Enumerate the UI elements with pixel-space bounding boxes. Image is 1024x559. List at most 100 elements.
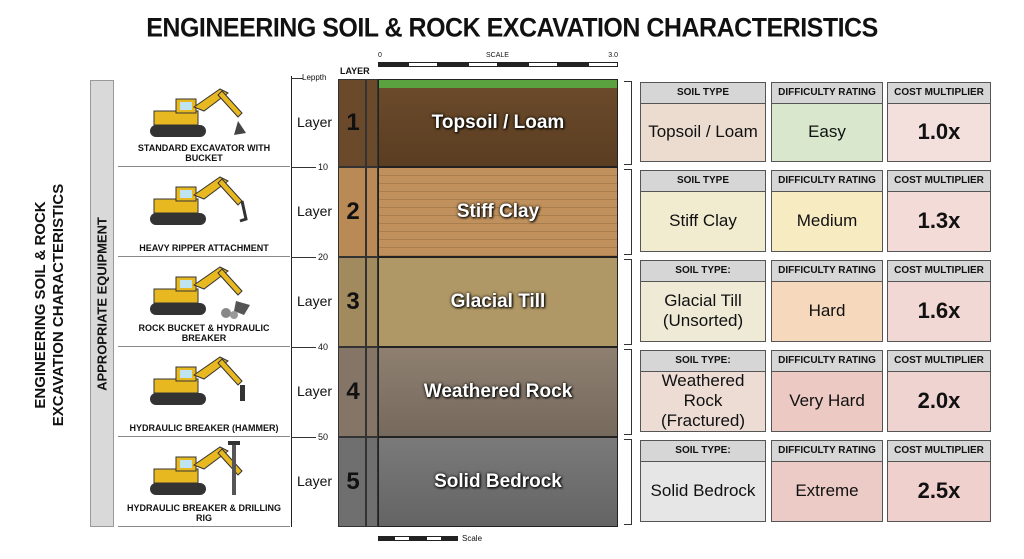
cost-value: 2.5x: [917, 478, 961, 503]
top-scale-label: SCALE: [486, 52, 509, 59]
bottom-scale: Scale: [378, 534, 482, 544]
cost-value: 2.0x: [917, 388, 961, 413]
soil-type-card: SOIL TYPE: Glacial Till (Unsorted): [640, 260, 766, 342]
strata-label: Glacial Till: [450, 291, 546, 312]
soil-type-card: SOIL TYPE: Solid Bedrock: [640, 440, 766, 522]
layer-word: Layer: [297, 383, 333, 399]
difficulty-value: Extreme: [795, 481, 859, 500]
difficulty-header: DIFFICULTY RATING: [772, 441, 882, 462]
difficulty-card: DIFFICULTY RATING Hard: [771, 260, 883, 342]
soil-type-value: Stiff Clay: [641, 191, 765, 251]
layer-bracket: [624, 349, 632, 435]
layer-column-heading: LAYER: [340, 66, 370, 76]
equipment-label: HYDRAULIC BREAKER & DRILLING RIG: [127, 503, 281, 523]
scale-segment: [498, 62, 528, 67]
depth-tick: [291, 78, 303, 79]
strata-label: Weathered Rock: [423, 381, 573, 402]
layer-bracket: [624, 439, 632, 525]
equipment-cell: HYDRAULIC BREAKER (HAMMER): [118, 347, 290, 437]
equipment-label: HEAVY RIPPER ATTACHMENT: [139, 243, 269, 253]
scale-segment: [528, 62, 558, 67]
depth-axis: [291, 76, 292, 527]
equipment-cell: ROCK BUCKET & HYDRAULIC BREAKER: [118, 257, 290, 347]
cost-card: COST MULTIPLIER 1.6x: [887, 260, 991, 342]
bottom-scale-label: Scale: [462, 534, 483, 543]
cost-header: COST MULTIPLIER: [888, 441, 990, 462]
soil-type-header: SOIL TYPE:: [641, 441, 765, 462]
strata-label: Solid Bedrock: [434, 471, 562, 492]
soil-type-card: SOIL TYPE Stiff Clay: [640, 170, 766, 252]
difficulty-header: DIFFICULTY RATING: [772, 171, 882, 192]
soil-type-header: SOIL TYPE: [641, 83, 765, 104]
layer-number: 1: [346, 109, 360, 136]
soil-type-header: SOIL TYPE:: [641, 351, 765, 372]
top-scale-start: 0: [378, 52, 382, 59]
strata-layer: Weathered Rock: [378, 347, 618, 437]
layer-bracket: [624, 259, 632, 345]
soil-type-card: SOIL TYPE Topsoil / Loam: [640, 82, 766, 162]
scale-segment: [558, 62, 588, 67]
cost-value: 1.3x: [917, 208, 961, 233]
difficulty-value: Very Hard: [789, 391, 865, 410]
side-title: ENGINEERING SOIL & ROCK EXCAVATION CHARA…: [20, 80, 80, 530]
strata-layer: Stiff Clay: [378, 167, 618, 257]
layer-word: Layer: [297, 114, 333, 130]
layer-number: 4: [346, 378, 360, 405]
strata-label: Stiff Clay: [456, 201, 540, 222]
equipment-label: HYDRAULIC BREAKER (HAMMER): [129, 423, 279, 433]
layer-word: Layer: [297, 293, 333, 309]
side-title-line1: ENGINEERING SOIL & ROCK: [32, 201, 49, 409]
difficulty-value: Hard: [808, 301, 846, 320]
soil-type-header: SOIL TYPE:: [641, 261, 765, 282]
cost-header: COST MULTIPLIER: [888, 171, 990, 192]
page-title: ENGINEERING SOIL & ROCK EXCAVATION CHARA…: [146, 12, 878, 44]
scale-segment: [426, 536, 442, 541]
scale-segment: [410, 536, 426, 541]
scale-segment: [378, 62, 408, 67]
soil-type-value: Solid Bedrock: [641, 461, 765, 521]
layer-number: 5: [346, 468, 360, 495]
soil-type-header: SOIL TYPE: [641, 171, 765, 192]
soil-type-line1: Solid Bedrock: [650, 481, 756, 500]
equipment-cell: STANDARD EXCAVATOR WITH BUCKET: [118, 79, 290, 167]
depth-tick: [291, 257, 323, 258]
scale-segment: [442, 536, 458, 541]
scale-segment: [394, 536, 410, 541]
depth-tick: [291, 167, 323, 168]
soil-type-line1: Weathered Rock: [661, 371, 745, 410]
depth-tick-label: 20: [316, 252, 331, 262]
cost-card: COST MULTIPLIER 2.0x: [887, 350, 991, 432]
depth-tick: [291, 437, 323, 438]
soil-type-line1: Topsoil / Loam: [648, 122, 758, 141]
cost-value: 1.6x: [917, 298, 961, 323]
difficulty-card: DIFFICULTY RATING Extreme: [771, 440, 883, 522]
side-title-line2: EXCAVATION CHARACTERISTICS: [50, 183, 67, 427]
layer-bracket: [624, 169, 632, 255]
difficulty-header: DIFFICULTY RATING: [772, 261, 882, 282]
soil-type-line2: (Unsorted): [662, 311, 744, 330]
soil-type-line2: (Fractured): [660, 411, 746, 430]
layer-word: Layer: [297, 203, 333, 219]
equipment-label: STANDARD EXCAVATOR WITH BUCKET: [137, 143, 271, 163]
cost-header: COST MULTIPLIER: [888, 261, 990, 282]
cost-value: 1.0x: [917, 119, 961, 144]
layer-strip: [366, 257, 378, 347]
strata-layer: Topsoil / Loam: [378, 79, 618, 167]
layer-bracket: [624, 81, 632, 165]
scale-segment: [378, 536, 394, 541]
equipment-cell: HEAVY RIPPER ATTACHMENT: [118, 167, 290, 257]
layer-word: Layer: [297, 473, 333, 489]
layer-number-cell: 5: [338, 437, 366, 527]
layer-strip: [366, 437, 378, 527]
soil-type-value: Glacial Till (Unsorted): [641, 281, 765, 341]
soil-type-card: SOIL TYPE: Weathered Rock (Fractured): [640, 350, 766, 432]
scale-segment: [438, 62, 468, 67]
equipment-label: ROCK BUCKET & HYDRAULIC BREAKER: [138, 323, 270, 343]
difficulty-card: DIFFICULTY RATING Very Hard: [771, 350, 883, 432]
layer-number-cell: 4: [338, 347, 366, 437]
cost-header: COST MULTIPLIER: [888, 351, 990, 372]
equipment-heading-bar: APPROPRIATE EQUIPMENT: [90, 80, 114, 527]
strata-layer: Glacial Till: [378, 257, 618, 347]
layer-number-cell: 3: [338, 257, 366, 347]
layer-number: 2: [346, 198, 360, 225]
